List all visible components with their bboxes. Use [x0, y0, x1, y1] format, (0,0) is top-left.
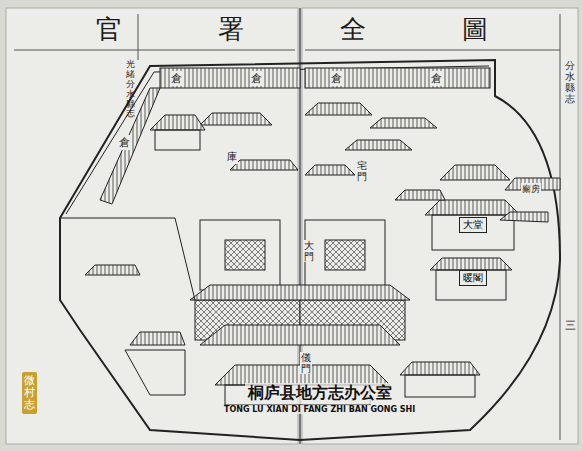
- map-title: 官署全圖: [0, 12, 583, 47]
- granary-label: 倉: [330, 71, 343, 86]
- granary-label: 倉: [118, 135, 131, 150]
- gate-label: 大門: [303, 240, 315, 262]
- plaque-text: 暖閣: [463, 272, 483, 284]
- page-number: 三: [565, 318, 576, 333]
- margin-title: 光緒分水縣志: [126, 60, 135, 119]
- gate-label: 儀門: [300, 352, 312, 374]
- watermark-text: TONG LU XIAN DI FANG ZHI BAN GONG SHI: [221, 405, 418, 414]
- plaque-text: 大堂: [463, 219, 483, 231]
- watermark-text: 桐庐县地方志办公室: [245, 383, 395, 404]
- hall-plaque: 暖閣: [459, 270, 487, 286]
- watermark-seal: 微村志: [22, 372, 37, 414]
- granary-label: 倉: [250, 71, 263, 86]
- hall-plaque: 大堂: [459, 217, 487, 233]
- office-label: 廨房: [521, 183, 541, 196]
- margin-title: 分水縣志: [565, 60, 575, 104]
- granary-label: 倉: [430, 71, 443, 86]
- gate-label: 宅門: [356, 160, 368, 182]
- granary-label: 倉: [170, 71, 183, 86]
- store-label: 庫: [226, 150, 238, 164]
